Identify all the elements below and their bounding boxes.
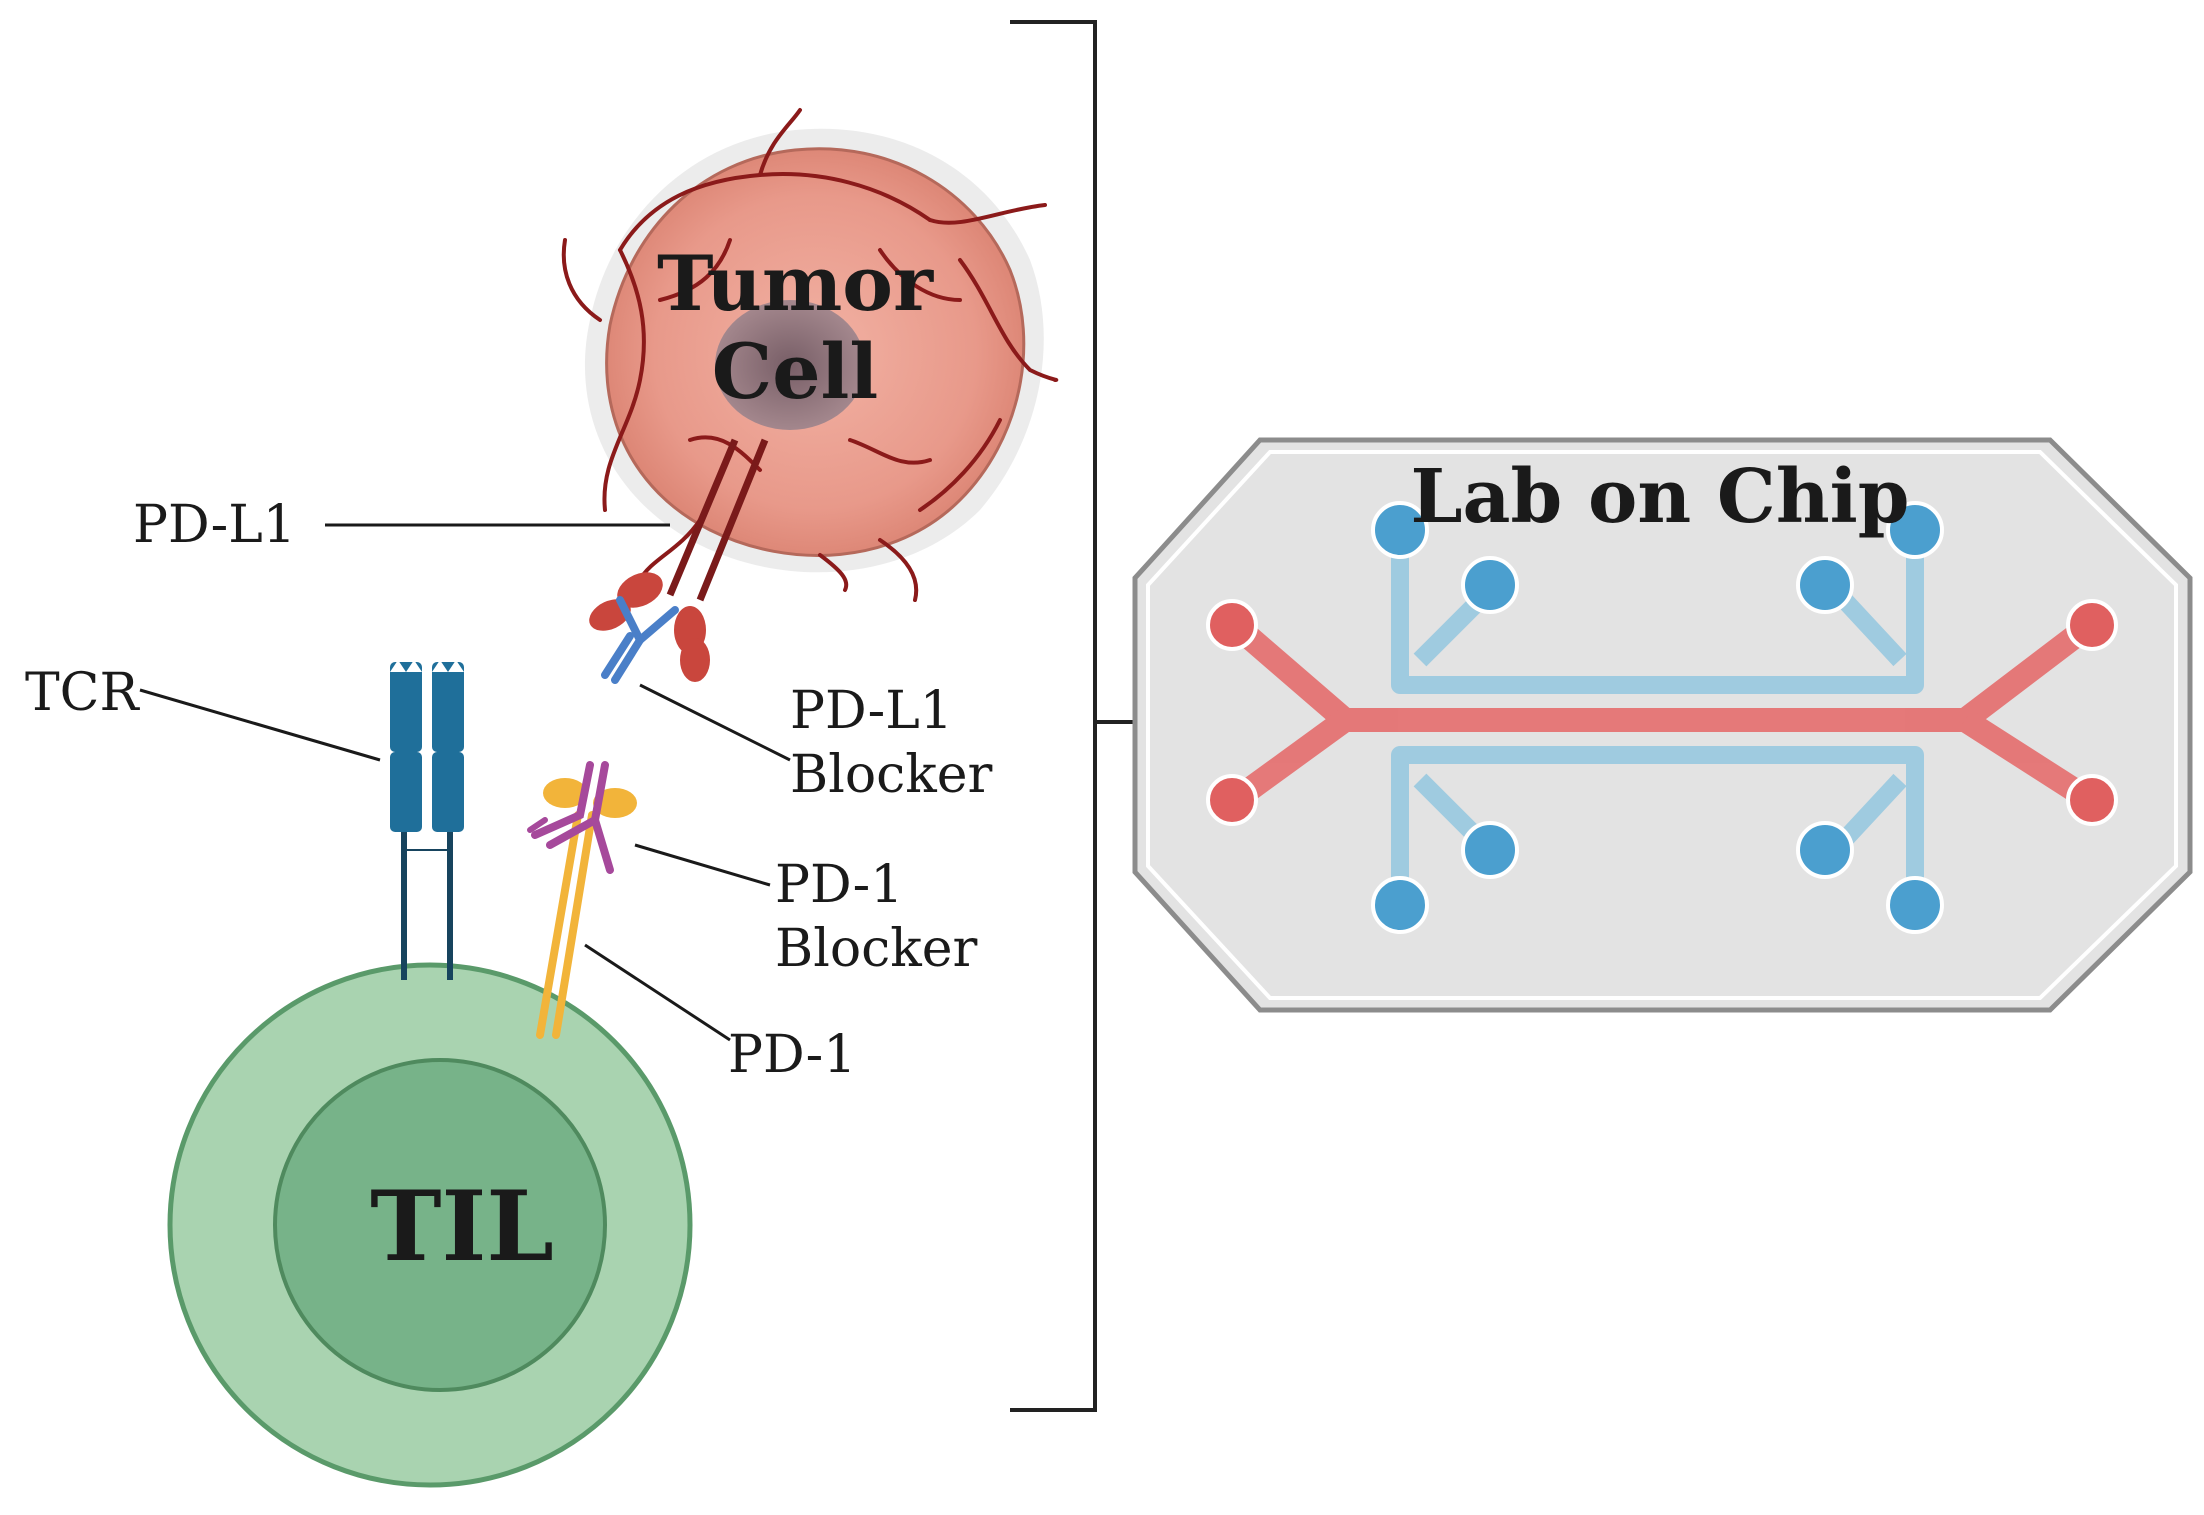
- pd-l1-blocker-label: PD-L1: [790, 681, 953, 741]
- blue-ports: [1371, 501, 1944, 934]
- pd-l1-blocker-antibody: [601, 596, 679, 684]
- pd-l1-label: PD-L1: [133, 495, 296, 555]
- pd-1-blocker-label-2: Blocker: [775, 919, 978, 979]
- tumor-nucleus: [715, 300, 865, 430]
- pd-1-blocker-label: PD-1: [775, 855, 903, 915]
- red-ports: [1206, 599, 2118, 826]
- pd-1-label: PD-1: [728, 1025, 856, 1085]
- chip-title: Lab on Chip: [1411, 454, 1910, 540]
- leader-lines: [139, 523, 791, 1042]
- pd-1-receptor: [536, 778, 637, 1039]
- tumor-cell-label-2: Cell: [712, 327, 879, 416]
- pd-1-blocker-antibody: [527, 761, 614, 874]
- tumor-cell-label: Tumor: [657, 239, 934, 328]
- blue-channels: [1391, 535, 1924, 900]
- pd-l1-blocker-label-2: Blocker: [790, 745, 993, 805]
- tcr-receptor: [390, 660, 464, 980]
- tcr-label: TCR: [25, 663, 140, 723]
- tumor-cell: [561, 108, 1059, 682]
- til-cell: [167, 962, 693, 1488]
- lab-on-chip: Lab on Chip: [1132, 437, 2193, 1013]
- til-label: TIL: [370, 1170, 554, 1283]
